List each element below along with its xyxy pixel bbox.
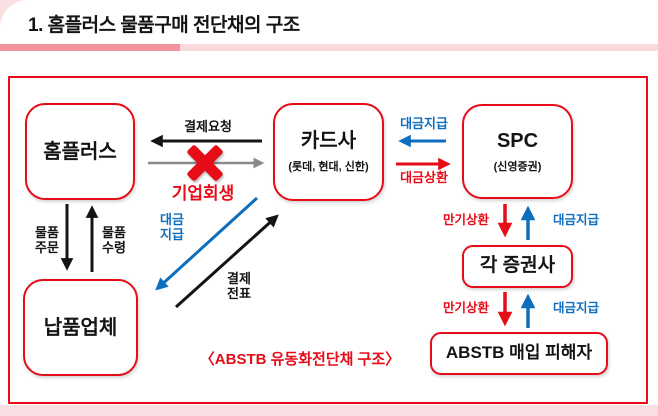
label-goods-receipt: 물품 수령	[102, 225, 126, 256]
node-spc-label: SPC	[496, 129, 539, 152]
label-goods-order: 물품 주문	[35, 225, 59, 256]
node-securities-label: 각 증권사	[479, 255, 556, 277]
node-supplier-label: 납품업체	[43, 316, 118, 339]
node-homeplus-label: 홈플러스	[43, 140, 117, 163]
label-payment-slip: 결제 전표	[227, 271, 251, 302]
label-payment-to-card: 대금지급	[400, 116, 448, 131]
node-spc-sublabel: (신영증권)	[493, 160, 542, 173]
diagram-caption: 〈ABSTB 유동화전단채 구조〉	[199, 351, 401, 368]
title-underline-light	[180, 44, 658, 51]
node-supplier: 납품업체	[23, 279, 138, 376]
node-securities-firms: 각 증권사	[462, 245, 573, 288]
label-payment-up-1: 대금지급	[552, 213, 599, 227]
title-underline-dark	[0, 44, 180, 51]
label-payment-to-supplier: 대금 지급	[160, 212, 184, 243]
node-card-label: 카드사	[300, 130, 357, 152]
label-maturity-repayment-2: 만기상환	[442, 301, 489, 315]
page-title: 1. 홈플러스 물품구매 전단채의 구조	[28, 15, 300, 36]
node-card-sublabel: (롯데, 현대, 신한)	[288, 161, 369, 173]
node-card-companies: 카드사 (롯데, 현대, 신한)	[273, 103, 384, 201]
node-abstb-victims: ABSTB 매입 피해자	[430, 332, 608, 375]
label-payment-request: 결제요청	[184, 119, 232, 134]
label-repayment-to-spc: 대금상환	[400, 170, 448, 185]
node-homeplus: 홈플러스	[25, 103, 135, 200]
label-maturity-repayment-1: 만기상환	[442, 213, 489, 227]
node-spc: SPC (신영증권)	[462, 104, 573, 199]
node-abstb-victims-label: ABSTB 매입 피해자	[445, 343, 593, 363]
label-rehabilitation: 기업회생	[171, 184, 235, 203]
label-payment-up-2: 대금지급	[552, 301, 599, 315]
